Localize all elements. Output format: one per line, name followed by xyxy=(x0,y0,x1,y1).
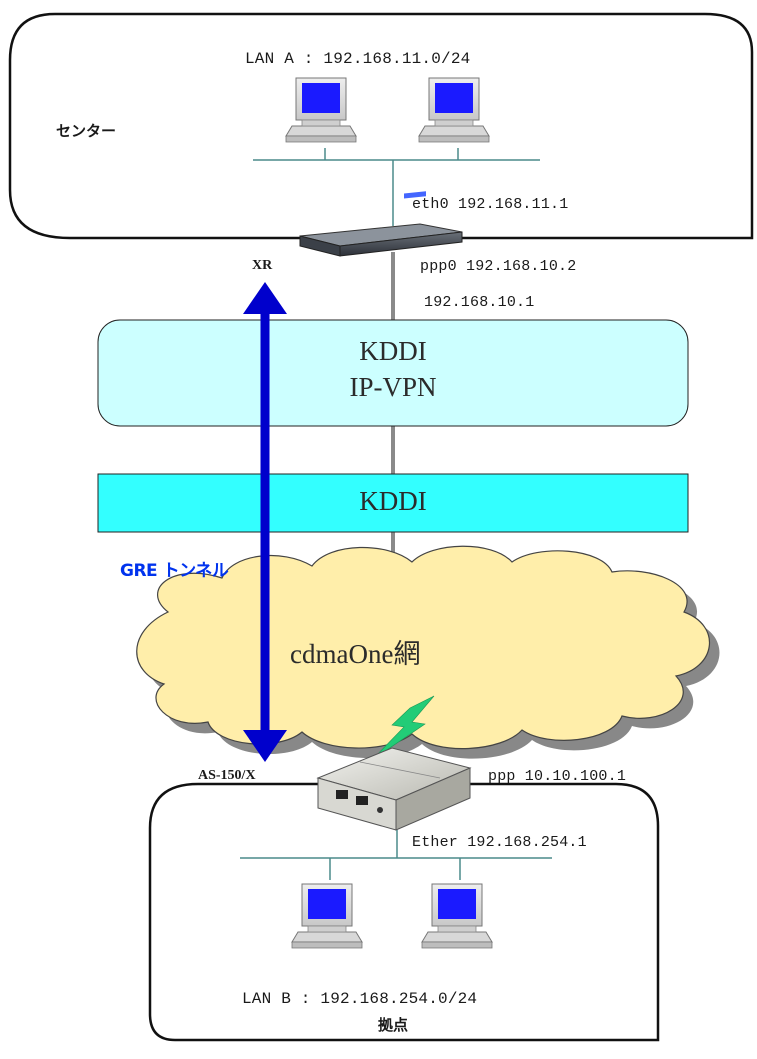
center-site-outline xyxy=(8,12,754,240)
center-lan-label: LAN A : 192.168.11.0/24 xyxy=(245,50,471,68)
branch-site-label: 拠点 xyxy=(378,1016,409,1034)
xr-router-icon xyxy=(299,191,463,257)
branch-ppp-label: ppp 10.10.100.1 xyxy=(488,768,627,785)
gateway-label: 192.168.10.1 xyxy=(424,294,535,311)
branch-lan-label: LAN B : 192.168.254.0/24 xyxy=(242,990,478,1008)
center-site-label: センター xyxy=(56,122,117,140)
xr-router-label: XR xyxy=(252,258,273,273)
cdmaone-cloud xyxy=(136,545,710,750)
kddi-label: KDDI xyxy=(359,486,427,516)
center-pc-2-icon xyxy=(418,77,490,143)
branch-pc-1-icon xyxy=(291,883,363,949)
cdmaone-label: cdmaOne網 xyxy=(290,639,421,669)
ppp0-label: ppp0 192.168.10.2 xyxy=(420,258,577,275)
kddi-band xyxy=(97,473,689,533)
branch-ether-label: Ether 192.168.254.1 xyxy=(412,834,587,851)
ipvpn-label-line2: IP-VPN xyxy=(349,372,437,402)
as150x-device-icon xyxy=(316,747,472,831)
gre-tunnel-arrow xyxy=(243,282,287,762)
as150x-label: AS-150/X xyxy=(198,768,256,783)
ipvpn-band xyxy=(97,319,689,427)
ipvpn-label-line1: KDDI xyxy=(359,336,427,366)
branch-pc-2-icon xyxy=(421,883,493,949)
center-pc-1-icon xyxy=(285,77,357,143)
eth0-label: eth0 192.168.11.1 xyxy=(412,196,569,213)
branch-site-outline xyxy=(148,782,660,1042)
gre-tunnel-label: GRE トンネル xyxy=(120,561,229,581)
wireless-lightning-icon xyxy=(371,695,435,761)
